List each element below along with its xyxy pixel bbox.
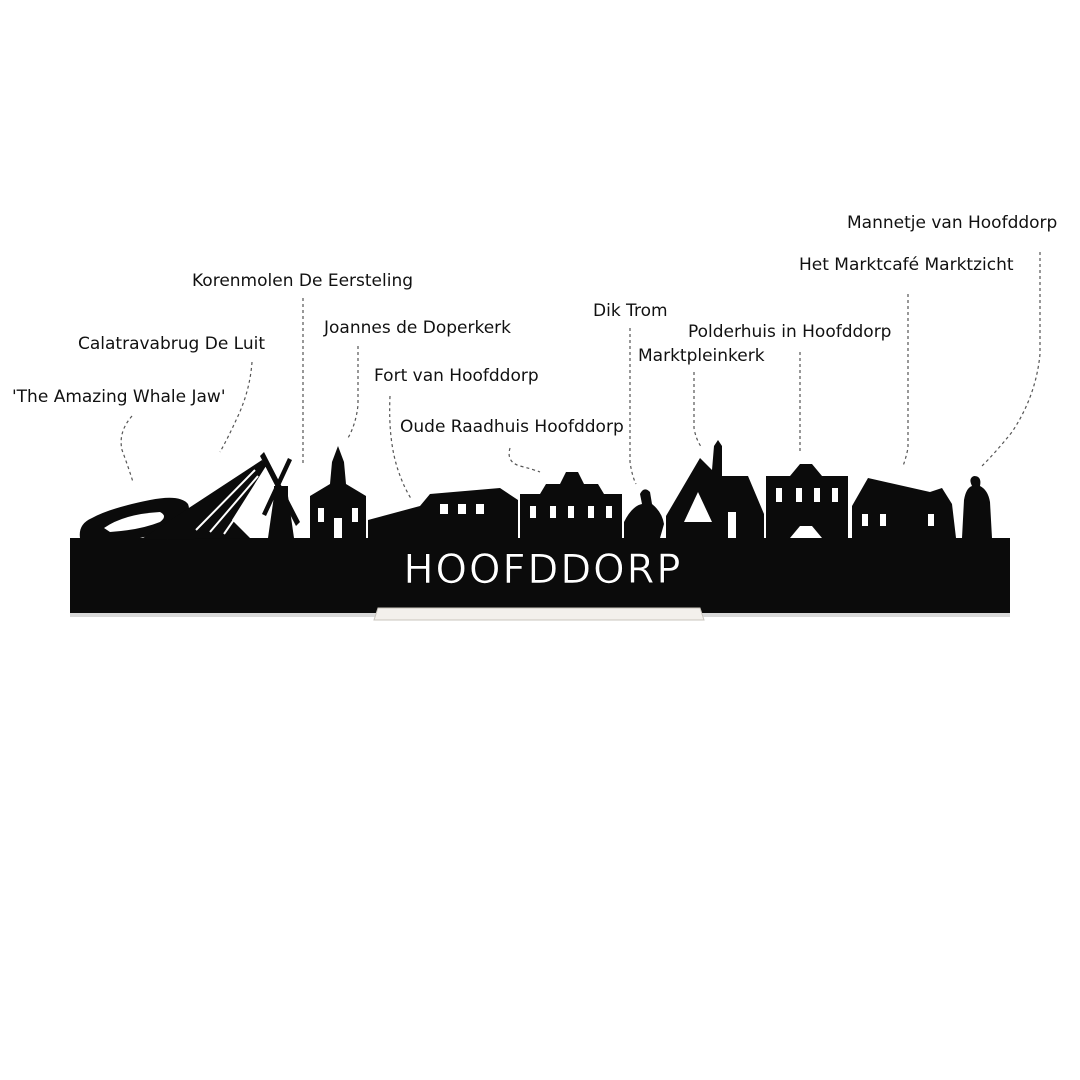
raadhuis-window-1 xyxy=(530,506,536,518)
marktpleinkerk-door xyxy=(728,512,736,538)
joannes-window-1 xyxy=(318,508,324,522)
polderhuis-silhouette xyxy=(766,464,848,538)
polderhuis-window-2 xyxy=(796,488,802,502)
calatravabrug-silhouette xyxy=(140,460,266,540)
leader-dik-trom xyxy=(629,328,637,485)
fort-window-2 xyxy=(458,504,466,514)
leader-joannes xyxy=(347,346,359,439)
raadhuis-window-3 xyxy=(568,506,574,518)
marktpleinkerk-silhouette xyxy=(666,440,764,538)
stand-foot xyxy=(373,607,705,621)
marktcafe-window-1 xyxy=(862,514,868,526)
joannes-window-2 xyxy=(334,518,342,538)
leader-mannetje xyxy=(981,252,1041,467)
korenmolen-cap xyxy=(274,486,288,498)
title-cutout: HOOFDDORP xyxy=(403,547,682,593)
mannetje-silhouette xyxy=(962,476,992,538)
marktpleinkerk-window xyxy=(684,492,712,522)
leader-raadhuis xyxy=(508,447,541,473)
fort-window-3 xyxy=(476,504,484,514)
dik-trom-silhouette xyxy=(624,489,664,538)
marktcafe-window-2 xyxy=(880,514,886,526)
marktcafe-window-3 xyxy=(928,514,934,526)
raadhuis-silhouette xyxy=(520,472,622,538)
skyline-silhouettes xyxy=(79,440,992,540)
leader-lines xyxy=(120,252,1041,501)
label-polderhuis: Polderhuis in Hoofddorp xyxy=(688,322,892,342)
label-mannetje: Mannetje van Hoofddorp xyxy=(847,213,1058,233)
polderhuis-window-1 xyxy=(776,488,782,502)
label-dik-trom: Dik Trom xyxy=(593,301,668,321)
whale-jaw-inner xyxy=(104,512,164,532)
label-fort: Fort van Hoofddorp xyxy=(374,366,539,386)
calatravabrug-cables xyxy=(195,469,261,535)
label-calatravabrug: Calatravabrug De Luit xyxy=(78,334,266,354)
label-raadhuis: Oude Raadhuis Hoofddorp xyxy=(400,417,624,437)
fort-window-1 xyxy=(440,504,448,514)
label-joannes: Joannes de Doperkerk xyxy=(324,318,512,338)
leader-whale-jaw xyxy=(120,415,134,483)
label-whale-jaw: 'The Amazing Whale Jaw' xyxy=(12,387,226,407)
label-marktpleinkerk: Marktpleinkerk xyxy=(638,346,765,366)
raadhuis-window-4 xyxy=(588,506,594,518)
joannes-window-3 xyxy=(352,508,358,522)
label-korenmolen: Korenmolen De Eersteling xyxy=(192,271,414,291)
polderhuis-steps xyxy=(790,526,822,538)
skyline-base-bar xyxy=(70,538,1010,614)
label-marktcafe: Het Marktcafé Marktzicht xyxy=(799,255,1014,275)
marktcafe-silhouette xyxy=(852,478,956,538)
leader-marktpleinkerk xyxy=(693,372,703,449)
raadhuis-window-5 xyxy=(606,506,612,518)
leader-fort xyxy=(389,395,413,501)
leader-calatravabrug xyxy=(219,361,253,453)
leader-marktcafe xyxy=(902,294,909,467)
raadhuis-window-2 xyxy=(550,506,556,518)
polderhuis-window-4 xyxy=(832,488,838,502)
polderhuis-window-3 xyxy=(814,488,820,502)
